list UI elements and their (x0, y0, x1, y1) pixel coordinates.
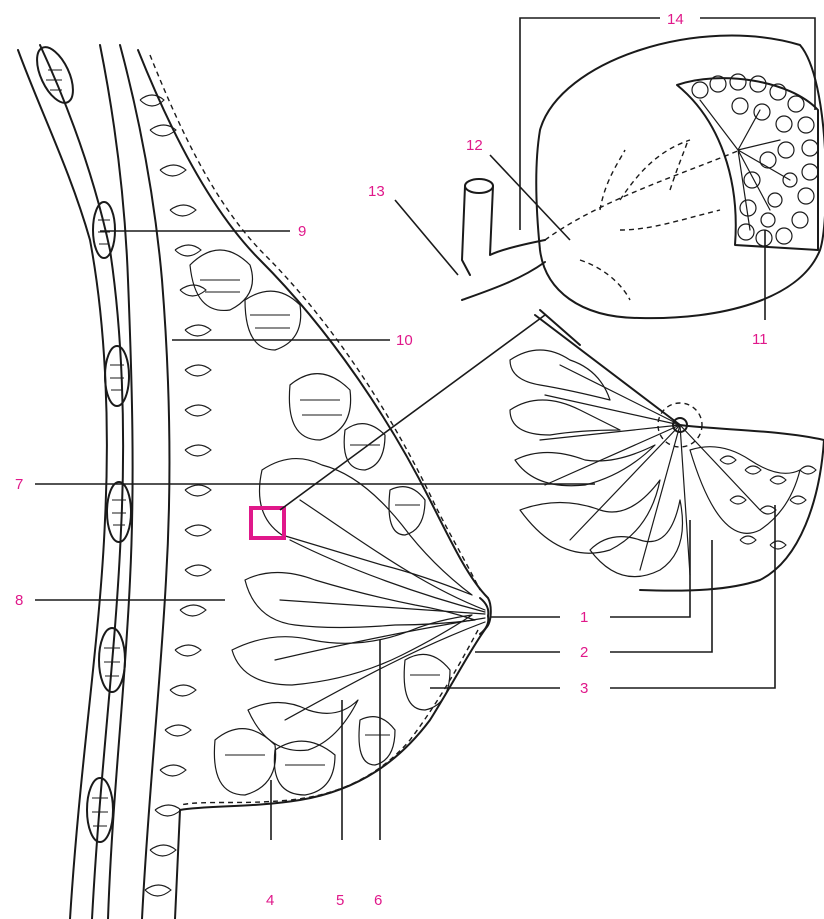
pectoral-fat-cells (140, 95, 211, 896)
labels: 1 2 3 4 5 6 7 8 9 10 11 12 13 14 (15, 11, 768, 909)
breast-front-view (510, 315, 824, 591)
label-12: 12 (466, 137, 483, 154)
label-11: 11 (752, 331, 768, 348)
label-1: 1 (580, 609, 588, 626)
label-9: 9 (298, 223, 306, 240)
label-10: 10 (396, 332, 413, 349)
label-13: 13 (368, 183, 385, 200)
leader-lines (35, 18, 815, 840)
label-3: 3 (580, 680, 588, 697)
label-7: 7 (15, 476, 23, 493)
label-5: 5 (336, 892, 344, 909)
rib-4 (107, 482, 131, 542)
label-6: 6 (374, 892, 382, 909)
label-14: 14 (667, 11, 684, 28)
lobule-inset (462, 36, 824, 345)
rib-2 (93, 202, 115, 258)
label-2: 2 (580, 644, 588, 661)
lactiferous-duct (462, 179, 545, 300)
label-8: 8 (15, 592, 23, 609)
rib-3 (105, 346, 129, 406)
glandular-lobes (232, 459, 485, 751)
label-4: 4 (266, 892, 274, 909)
nipple (480, 598, 488, 634)
chest-wall (18, 42, 169, 919)
